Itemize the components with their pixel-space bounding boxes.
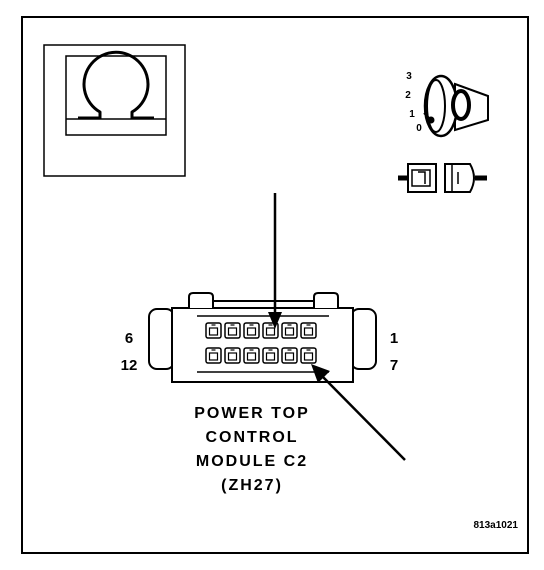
connector-caption: POWER TOP CONTROL MODULE C2 (ZH27) — [194, 405, 310, 494]
pin-label-1: 1 — [390, 330, 398, 347]
pin-row-top — [205, 322, 317, 339]
caption-line-3: MODULE C2 — [196, 453, 308, 470]
pin-cavity — [205, 322, 222, 339]
caption-line-2: CONTROL — [205, 429, 298, 446]
key-position-2: 2 — [405, 90, 411, 101]
key-position-0: 0 — [416, 123, 422, 134]
pin-cavity — [300, 347, 317, 364]
caption-line-1: POWER TOP — [194, 405, 310, 422]
pin-label-7: 7 — [390, 357, 398, 374]
pin-cavity — [224, 347, 241, 364]
pin-cavity — [243, 322, 260, 339]
key-position-1: 1 — [409, 109, 415, 120]
pin-cavity — [281, 322, 298, 339]
pin-cavity — [224, 322, 241, 339]
omega-icon — [78, 50, 154, 120]
arrow-diagonal-icon — [311, 364, 406, 461]
disconnected-connector-icon — [398, 163, 487, 193]
pin-label-6: 6 — [125, 330, 133, 347]
ohmmeter-symbol-box — [43, 44, 186, 177]
pin-cavity — [205, 347, 222, 364]
ignition-key-icon: 3 2 1 0 — [405, 71, 489, 138]
pin-cavity — [281, 347, 298, 364]
caption-line-4: (ZH27) — [221, 477, 283, 494]
connector-c2 — [148, 292, 377, 383]
figure-id: 813a1021 — [474, 520, 519, 531]
arrow-down-icon — [268, 193, 282, 329]
pin-cavity — [300, 322, 317, 339]
key-position-3: 3 — [406, 71, 412, 82]
pin-label-12: 12 — [121, 357, 138, 374]
pin-row-bottom — [205, 347, 317, 364]
pin-cavity — [243, 347, 260, 364]
pin-cavity — [262, 347, 279, 364]
